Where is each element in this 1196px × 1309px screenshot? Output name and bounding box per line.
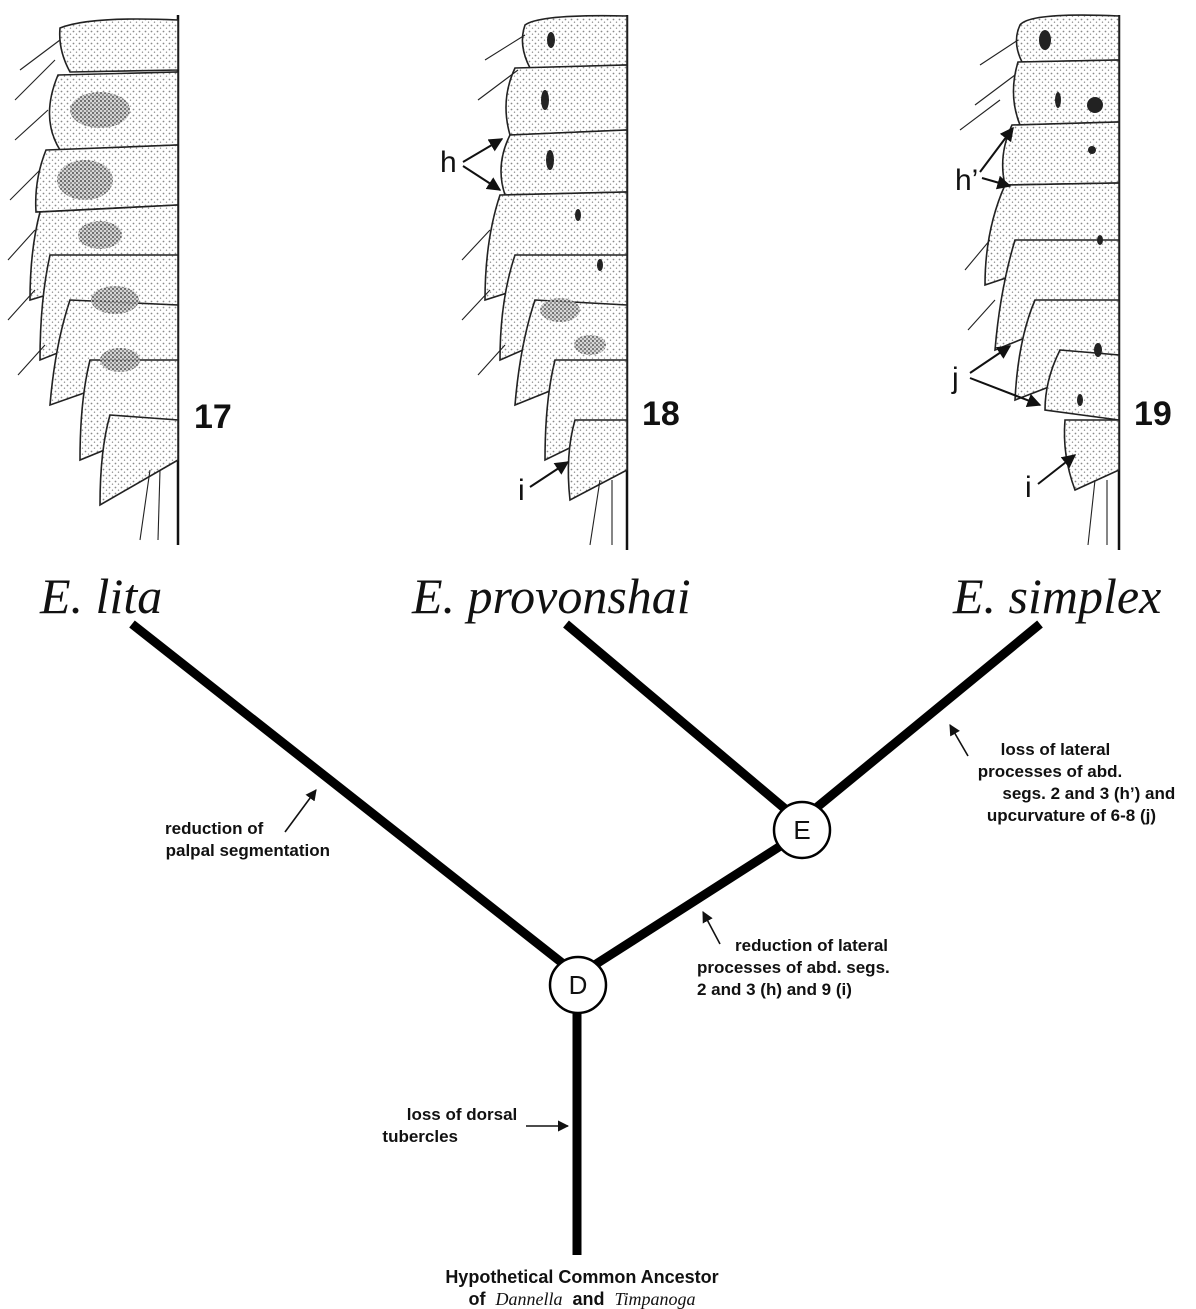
annotation-simplex-line3: segs. 2 and 3 (h’) and (1002, 784, 1175, 803)
figure-number-18: 18 (642, 395, 680, 433)
annotation-simplex-line4: upcurvature of 6-8 (j) (987, 806, 1156, 825)
arrow-h-lower (463, 166, 500, 190)
annotation-root-line2: tubercles (382, 1127, 458, 1146)
annotation-root-line1: loss of dorsal (407, 1105, 518, 1124)
annotation-simplex-line2: processes of abd. (978, 762, 1123, 781)
annotation-lita-arrow (285, 790, 316, 832)
annotation-simplex-arrow (950, 725, 968, 756)
cladogram-branches (132, 624, 1040, 1255)
annotation-lita-line2: palpal segmentation (166, 841, 330, 860)
svg-text:reduction of lateral pro: reduction of lateral processes of abd. s… (697, 936, 894, 999)
svg-text:loss of lateral processe: loss of lateral processes of abd. segs. … (978, 740, 1180, 825)
annotation-simplex-branch: loss of lateral processes of abd. segs. … (950, 725, 1180, 825)
ancestor-and: and (572, 1289, 604, 1309)
ancestor-of: of (468, 1289, 486, 1309)
arrow-h-upper (463, 139, 502, 162)
label-h-prime: h’ (955, 164, 978, 197)
figure-18-abdomen-illustration: h i 18 (440, 15, 680, 550)
node-e-label: E (793, 815, 810, 845)
annotation-de-arrow (703, 912, 720, 944)
figure-number-19: 19 (1134, 395, 1172, 433)
species-name-simplex: E. simplex (952, 568, 1161, 624)
ancestor-line2: of Dannella and Timpanoga (468, 1289, 695, 1309)
ancestor-caption: Hypothetical Common Ancestor of Dannella… (445, 1267, 718, 1309)
node-d-label: D (569, 970, 588, 1000)
species-name-provonshai: E. provonshai (411, 568, 691, 624)
annotation-root-branch: loss of dorsal tubercles (382, 1105, 568, 1146)
branch-lita (132, 624, 566, 966)
abdominal-segments-18 (485, 16, 627, 500)
svg-text:reduction of palpal segm: reduction of palpal segmentation (165, 819, 330, 860)
node-e: E (774, 802, 830, 858)
figure-number-17: 17 (194, 398, 232, 436)
abdominal-segments-17 (30, 19, 178, 505)
species-name-lita: E. lita (39, 568, 162, 624)
arrow-j-upper (970, 346, 1010, 373)
ancestor-genus-timpanoga: Timpanoga (615, 1289, 696, 1309)
figure-19-abdomen-illustration: h’ j i 19 (951, 15, 1172, 550)
annotation-d-to-e-branch: reduction of lateral processes of abd. s… (697, 912, 894, 999)
annotation-lita-branch: reduction of palpal segmentation (165, 790, 330, 860)
annotation-de-line3: 2 and 3 (h) and 9 (i) (697, 980, 852, 999)
figure-17-abdomen-illustration: 17 (8, 15, 232, 545)
annotation-simplex-line1: loss of lateral (1001, 740, 1111, 759)
node-d: D (550, 957, 606, 1013)
label-j: j (951, 362, 959, 395)
label-h: h (440, 146, 457, 179)
ancestor-line1: Hypothetical Common Ancestor (445, 1267, 718, 1287)
annotation-de-line1: reduction of lateral (735, 936, 888, 955)
arrow-i-18 (530, 462, 568, 487)
svg-text:loss of dorsal tubercles: loss of dorsal tubercles (382, 1105, 522, 1146)
ancestor-genus-dannella: Dannella (494, 1289, 562, 1309)
annotation-lita-line1: reduction of (165, 819, 264, 838)
label-i-19: i (1025, 471, 1032, 504)
annotation-de-line2: processes of abd. segs. (697, 958, 890, 977)
branch-provonshai (566, 624, 790, 813)
label-i-18: i (518, 474, 525, 507)
abdominal-segments-19 (985, 15, 1119, 490)
